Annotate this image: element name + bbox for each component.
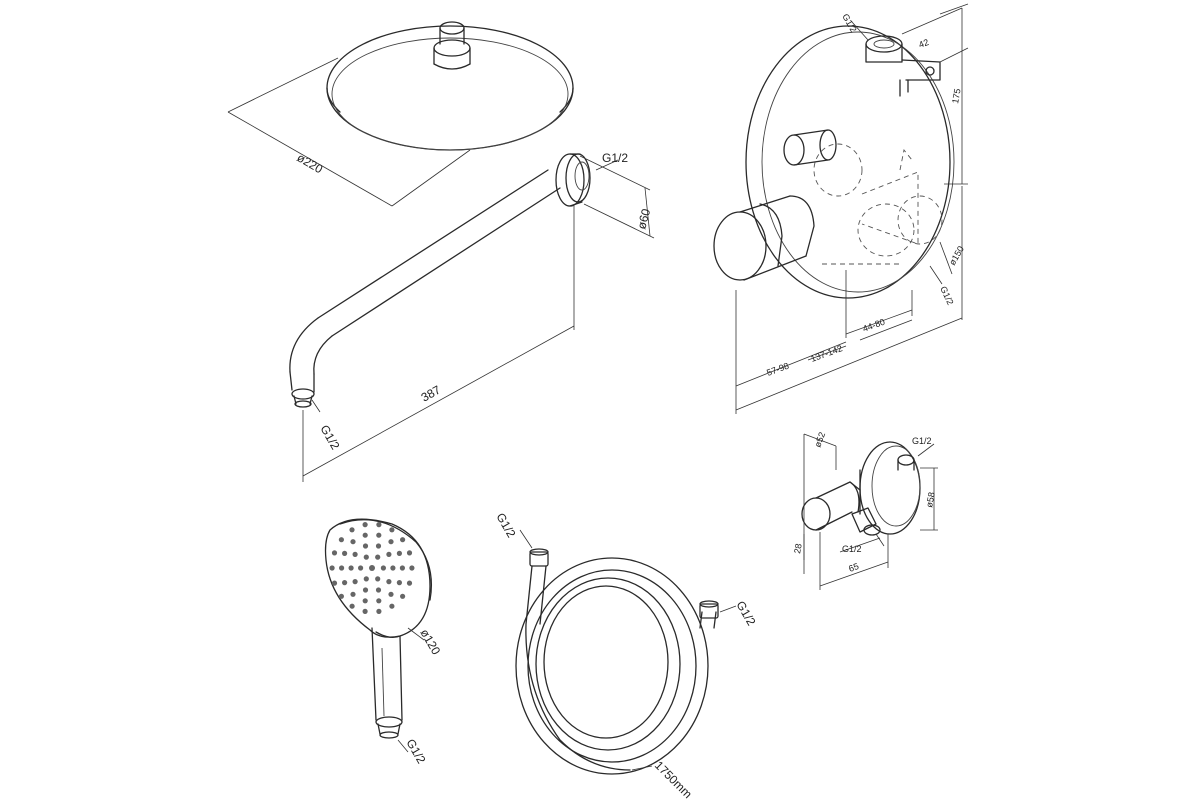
outlet-thread-bottom-label: G1/2 [842, 544, 862, 554]
nozzle-dot [352, 551, 358, 558]
nozzle-dot [400, 537, 406, 543]
shower-head-diameter-label: ø220 [295, 150, 326, 176]
nozzle-dot [363, 554, 369, 560]
nozzle-dot [331, 580, 338, 586]
nozzle-dot [338, 537, 344, 543]
nozzle-dot [389, 527, 395, 533]
nozzle-dot [375, 543, 382, 549]
nozzle-dot [358, 565, 364, 571]
outlet-dim-28-label: 28 [792, 543, 804, 555]
nozzle-dot [389, 603, 395, 609]
nozzle-dot [350, 539, 356, 545]
mixer-plate-diameter-label: ø150 [947, 244, 966, 267]
nozzle-dot [386, 551, 392, 558]
nozzle-dot [386, 579, 392, 585]
nozzle-dot [406, 580, 413, 586]
nozzle-dot [339, 565, 345, 571]
spray-nozzles [329, 522, 415, 615]
nozzle-dot [406, 550, 413, 556]
nozzle-dot [342, 550, 348, 557]
nozzle-dot [376, 522, 382, 528]
hand-shower-diameter-label: ø120 [417, 627, 443, 658]
nozzle-dot [376, 608, 382, 615]
nozzle-dot [376, 598, 382, 604]
nozzle-dot [362, 522, 368, 528]
hose-thread-left-label: G1/2 [493, 511, 518, 541]
nozzle-dot [380, 565, 386, 571]
nozzle-dot [369, 565, 375, 571]
nozzle-dot [349, 527, 355, 533]
hose-thread-right-label: G1/2 [733, 599, 758, 629]
mixer-height-label: 175 [950, 88, 962, 105]
nozzle-dot [396, 550, 402, 557]
nozzle-dot [350, 591, 356, 597]
nozzle-dot [376, 532, 382, 538]
mixer-dim-137-142-label: 137-142 [809, 343, 843, 364]
mixer-thread-top-label: G1/2 [840, 12, 858, 34]
nozzle-dot [329, 565, 335, 571]
outlet-dim-top-label: ø52 [812, 431, 827, 449]
hand-shower: ø120 G1/2 [324, 518, 443, 766]
arm-length-label: 387 [419, 383, 444, 405]
nozzle-dot [362, 587, 369, 593]
nozzle-dot [399, 565, 405, 571]
mixer-dim-57-98-label: 57-98 [765, 361, 790, 378]
nozzle-dot [375, 554, 381, 560]
nozzle-dot [388, 539, 394, 545]
nozzle-dot [400, 593, 406, 599]
shower-head: ø220 [227, 21, 574, 207]
nozzle-dot [349, 603, 355, 609]
outlet-width-label: 65 [847, 561, 860, 574]
nozzle-dot [348, 565, 354, 571]
nozzle-dot [362, 532, 368, 538]
nozzle-dot [331, 550, 338, 556]
outlet-thread-top-label: G1/2 [912, 436, 932, 446]
outlet-height-label: ø58 [924, 491, 937, 508]
hose: G1/2 G1/2 1750mm [493, 511, 758, 800]
nozzle-dot [388, 591, 394, 597]
nozzle-dot [390, 565, 396, 571]
nozzle-dot [396, 580, 402, 586]
nozzle-dot [338, 593, 344, 599]
nozzle-dot [362, 598, 368, 604]
nozzle-dot [362, 543, 369, 549]
wall-outlet: ø52 G1/2 ø58 28 G1/2 65 [792, 431, 938, 590]
nozzle-dot [375, 587, 382, 593]
hose-length-label: 1750mm [652, 758, 695, 800]
nozzle-dot [363, 576, 369, 582]
nozzle-dot [409, 565, 415, 571]
shower-arm: G1/2 ø60 387 G1/2 [289, 151, 655, 482]
mixer: 42 175 G1/2 ø150 G1/2 44-80 57-98 137-14… [713, 3, 969, 414]
arm-flange-diameter-label: ø60 [634, 207, 653, 231]
arm-thread-top-label: G1/2 [602, 151, 628, 165]
nozzle-dot [352, 579, 358, 585]
nozzle-dot [362, 608, 368, 615]
nozzle-dot [375, 576, 381, 582]
nozzle-dot [342, 580, 348, 586]
mixer-depth-label: 42 [917, 37, 930, 50]
mixer-thread-right-label: G1/2 [938, 285, 955, 307]
arm-thread-bottom-label: G1/2 [317, 423, 342, 453]
